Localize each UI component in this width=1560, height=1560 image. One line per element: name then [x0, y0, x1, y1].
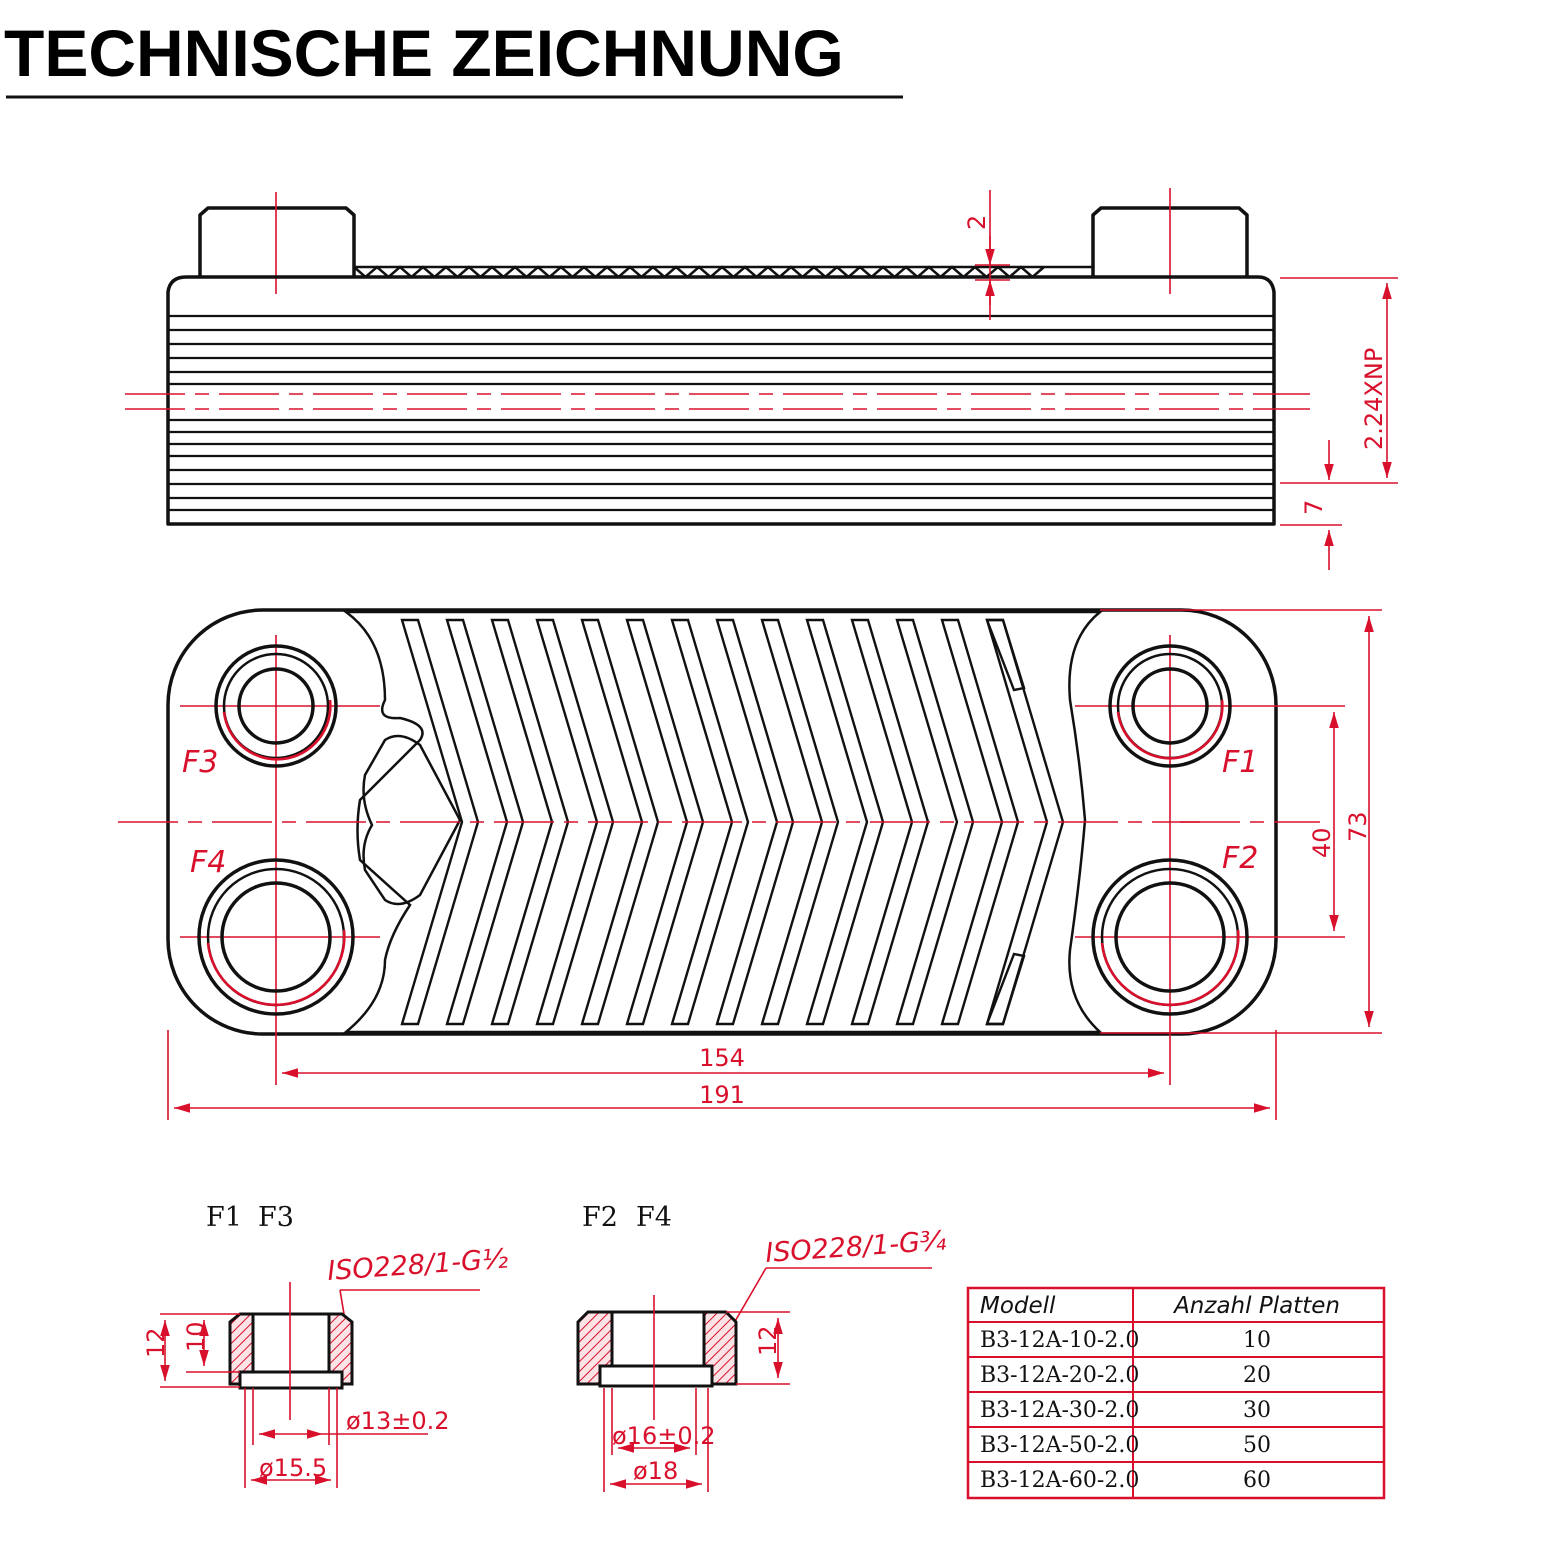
- conn-large-dim-outer-diameter: ø18: [633, 1457, 678, 1485]
- conn-large-thread: ISO228/1-G¾: [764, 1225, 947, 1269]
- conn-small-thread: ISO228/1-G½: [326, 1243, 509, 1287]
- chevron-groove: [400, 618, 480, 1026]
- port-label-f4: F4: [190, 845, 226, 880]
- conn-small-dim-inner-diameter: ø13±0.2: [346, 1407, 450, 1435]
- table-cell-plates: 20: [1243, 1363, 1271, 1388]
- port-f1: [1108, 644, 1232, 768]
- dim-port-spacing-horizontal: 154: [699, 1044, 745, 1072]
- chevron-groove: [805, 618, 885, 1026]
- dim-port-spacing-vertical: 40: [1308, 827, 1336, 858]
- conn-small-dim-inner-height: 10: [182, 1321, 210, 1352]
- conn-small-header-b: F3: [258, 1202, 294, 1233]
- table-cell-model: B3-12A-30-2.0: [980, 1398, 1139, 1423]
- table-header-model: Modell: [980, 1293, 1056, 1319]
- conn-large-dim-height: 12: [754, 1325, 782, 1356]
- conn-small-dim-outer-diameter: ø15.5: [259, 1454, 327, 1482]
- conn-large-header-a: F2: [582, 1202, 618, 1233]
- conn-small-header-a: F1: [206, 1202, 242, 1233]
- dim-plate-thickness: 7: [1300, 500, 1328, 515]
- table-cell-model: B3-12A-50-2.0: [980, 1433, 1139, 1458]
- dim-gap: 2: [963, 215, 991, 230]
- plate-pack-body: [166, 275, 1276, 526]
- connection-detail-large: F2 F4 ISO228/1-G¾ 12 ø16±0.2 ø18: [576, 1202, 947, 1492]
- page-title: TECHNISCHE ZEICHNUNG: [4, 16, 844, 90]
- port-label-f2: F2: [1222, 841, 1258, 876]
- top-view: 2 2.24XNP 7: [125, 188, 1398, 570]
- distribution-pocket: [362, 734, 462, 906]
- table-cell-plates: 50: [1243, 1433, 1271, 1458]
- connection-detail-small: F1 F3 ISO228/1-G½ 12 10 ø13±0.2 ø15.5: [142, 1202, 509, 1488]
- model-table: Modell Anzahl Platten B3-12A-10-2.0 10 B…: [966, 1286, 1386, 1500]
- dim-plate-height: 73: [1344, 811, 1372, 842]
- table-cell-model: B3-12A-20-2.0: [980, 1363, 1139, 1388]
- table-cell-plates: 10: [1243, 1328, 1271, 1353]
- top-port-left: [198, 206, 356, 277]
- front-view: F1 F2 F3 F4 40 73 154 191: [118, 608, 1382, 1120]
- chevron-groove: [895, 618, 975, 1026]
- plate-lines: [168, 314, 1274, 512]
- table-cell-plates: 60: [1243, 1468, 1271, 1493]
- table-cell-plates: 30: [1243, 1398, 1271, 1423]
- table-cell-model: B3-12A-60-2.0: [980, 1468, 1139, 1493]
- port-label-f3: F3: [182, 745, 218, 780]
- chevron-groove: [985, 952, 1026, 1026]
- port-f4: [197, 858, 355, 1016]
- conn-small-dim-outer-height: 12: [142, 1327, 170, 1358]
- port-label-f1: F1: [1222, 745, 1258, 780]
- dim-stack-height: 2.24XNP: [1360, 348, 1388, 450]
- conn-large-header-b: F4: [636, 1202, 672, 1233]
- port-f3: [214, 644, 338, 768]
- port-f2: [1091, 858, 1249, 1016]
- dim-plate-width: 191: [699, 1081, 745, 1109]
- conn-large-dim-inner-diameter: ø16±0.2: [612, 1422, 716, 1450]
- table-header-plates: Anzahl Platten: [1172, 1293, 1340, 1319]
- table-cell-model: B3-12A-10-2.0: [980, 1328, 1139, 1353]
- chevron-groove: [985, 618, 1026, 692]
- chevron-field-outline: [342, 610, 1104, 1034]
